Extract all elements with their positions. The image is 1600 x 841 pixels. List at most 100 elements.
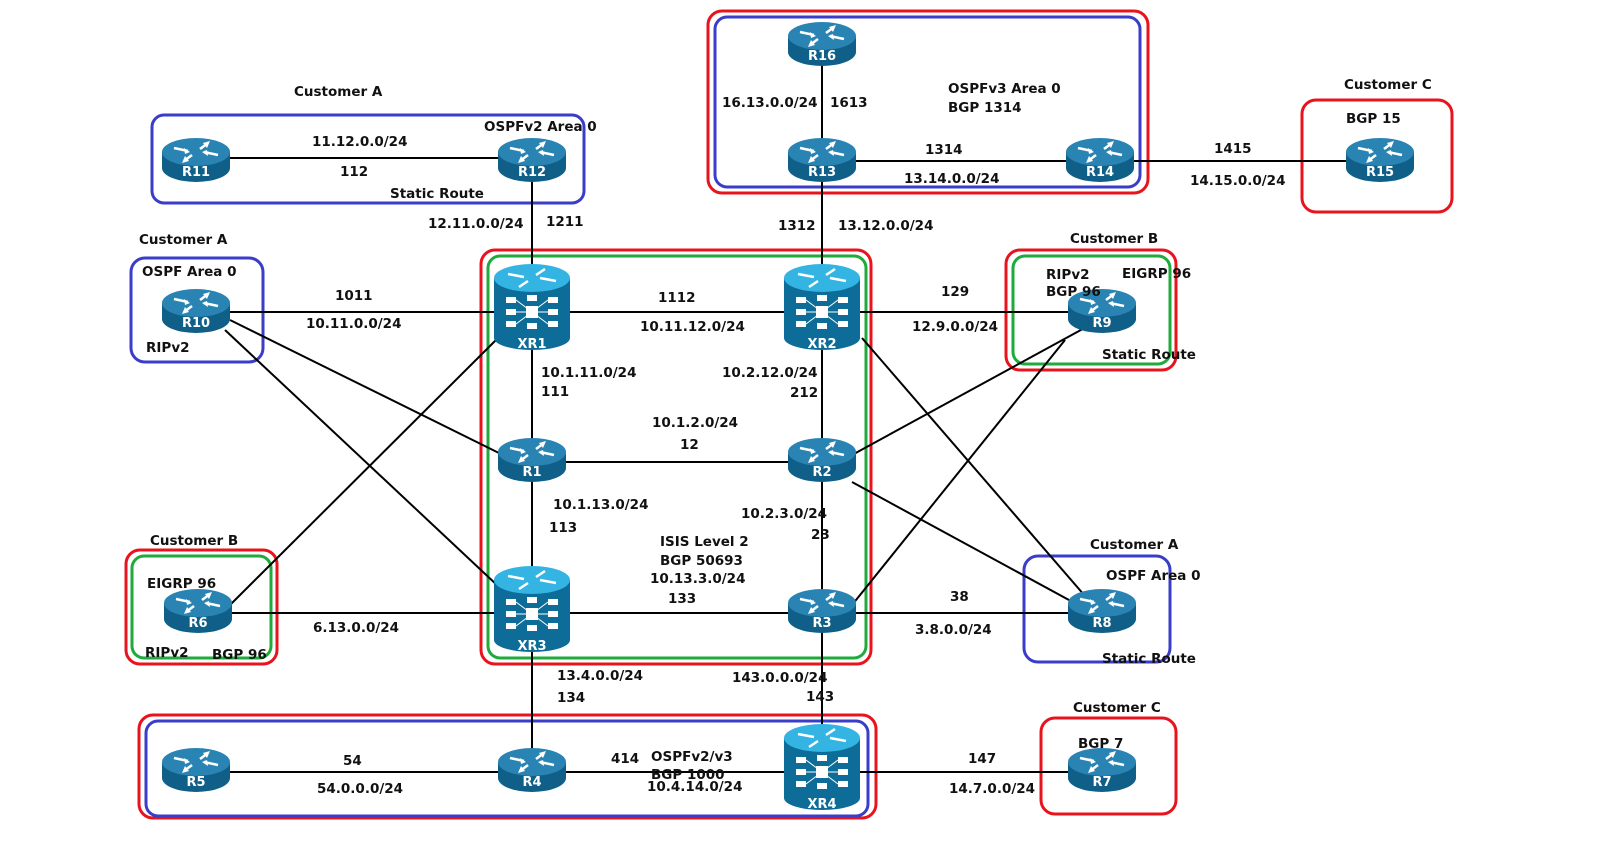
subnet-label: 13.14.0.0/24 — [904, 171, 999, 187]
node-label: R7 — [1092, 775, 1111, 790]
router-r14[interactable]: R14 — [1064, 136, 1136, 184]
xr-router-xr1[interactable]: XR1 — [492, 262, 572, 352]
core-protocol1: ISIS Level 2 — [660, 534, 749, 550]
router-r3[interactable]: R3 — [786, 587, 858, 635]
router-r16[interactable]: R16 — [786, 20, 858, 68]
node-label: R6 — [188, 616, 207, 631]
group-boxes — [124, 9, 1454, 820]
link-id-label: 1613 — [830, 95, 868, 111]
bottom-domain-red-box — [137, 713, 878, 820]
link-r10-xr3 — [224, 329, 499, 587]
customer-b-right-protocol2: BGP 96 — [1046, 284, 1101, 300]
link-id-label: 112 — [340, 164, 368, 180]
customer-a-right-protocol: OSPF Area 0 — [1106, 568, 1200, 584]
router-r10[interactable]: R10 — [160, 287, 232, 335]
router-r2[interactable]: R2 — [786, 436, 858, 484]
link-id-label: 147 — [968, 751, 996, 767]
router-r9[interactable]: R9 — [1066, 287, 1138, 335]
customer-b-right-title: Customer B — [1070, 231, 1158, 247]
node-label: R3 — [812, 616, 831, 631]
link-id-label: 1211 — [546, 214, 584, 230]
node-label: R11 — [182, 165, 210, 180]
customer-c-top-box — [1300, 98, 1454, 214]
customer-b-left-protocol1: EIGRP 96 — [147, 576, 216, 592]
router-r12[interactable]: R12 — [496, 136, 568, 184]
node-label: XR2 — [807, 337, 836, 352]
group-labels: Customer A OSPFv2 Area 0 Static Route OS… — [139, 77, 1432, 783]
customer-b-right-red-box — [1004, 248, 1178, 372]
subnet-label: 10.4.14.0/24 — [647, 779, 742, 795]
link-id-label: 38 — [950, 589, 969, 605]
router-r4[interactable]: R4 — [496, 746, 568, 794]
router-r5[interactable]: R5 — [160, 746, 232, 794]
core-green-box — [486, 254, 868, 660]
customer-a-top-protocol: OSPFv2 Area 0 — [484, 119, 597, 135]
link-id-label: 1314 — [925, 142, 963, 158]
link-id-label: 143 — [806, 689, 834, 705]
subnet-label: 54.0.0.0/24 — [317, 781, 403, 797]
node-label: R16 — [808, 49, 836, 64]
link-id-label: 414 — [611, 751, 639, 767]
xr-router-xr2[interactable]: XR2 — [782, 262, 862, 352]
router-r8[interactable]: R8 — [1066, 587, 1138, 635]
link-id-label: 134 — [557, 690, 585, 706]
customer-a-left-note: RIPv2 — [146, 340, 190, 356]
customer-a-left-box — [129, 256, 265, 364]
customer-b-right-note: Static Route — [1102, 347, 1196, 363]
node-label: R8 — [1092, 616, 1111, 631]
link-id-label: 111 — [541, 384, 569, 400]
customer-b-left-protocol3: BGP 96 — [212, 647, 267, 663]
xr-router-xr4[interactable]: XR4 — [782, 722, 862, 812]
nodes: R11 R12 R16 R13 R14 R15 R10 XR1 XR2 R9 R… — [160, 20, 1416, 812]
subnet-label: 13.12.0.0/24 — [838, 218, 933, 234]
link-id-label: 1312 — [778, 218, 816, 234]
customer-a-right-box — [1022, 554, 1172, 664]
customer-a-left-protocol: OSPF Area 0 — [142, 264, 236, 280]
xr-router-xr3[interactable]: XR3 — [492, 564, 572, 654]
subnet-label: 16.13.0.0/24 — [722, 95, 817, 111]
subnet-label: 12.11.0.0/24 — [428, 216, 523, 232]
customer-a-right-note: Static Route — [1102, 651, 1196, 667]
router-r7[interactable]: R7 — [1066, 746, 1138, 794]
bottom-domain-protocol1: OSPFv2/v3 — [651, 749, 733, 765]
subnet-label: 3.8.0.0/24 — [915, 622, 992, 638]
router-r1[interactable]: R1 — [496, 436, 568, 484]
bottom-domain-protocol2: BGP 1000 — [651, 767, 725, 783]
subnet-label: 12.9.0.0/24 — [912, 319, 998, 335]
customer-b-left-protocol2: RIPv2 — [145, 645, 189, 661]
link-id-label: 1112 — [658, 290, 696, 306]
customer-a-right-title: Customer A — [1090, 537, 1179, 553]
link-id-label: 1011 — [335, 288, 373, 304]
subnet-label: 10.1.2.0/24 — [652, 415, 738, 431]
subnet-label: 10.1.13.0/24 — [553, 497, 648, 513]
subnet-label: 10.11.12.0/24 — [640, 319, 745, 335]
link-xr2-r8 — [861, 337, 1086, 597]
router-r15[interactable]: R15 — [1344, 136, 1416, 184]
node-label: XR4 — [807, 797, 836, 812]
customer-b-right-green-box — [1011, 254, 1172, 366]
customer-b-left-title: Customer B — [150, 533, 238, 549]
node-label: R10 — [182, 316, 210, 331]
subnet-label: 10.2.3.0/24 — [741, 506, 827, 522]
link-id-label: 133 — [668, 591, 696, 607]
link-labels: 11.12.0.0/24 112 12.11.0.0/24 1211 16.13… — [306, 95, 1285, 797]
subnet-label: 10.1.11.0/24 — [541, 365, 636, 381]
core-protocol2: BGP 50693 — [660, 553, 743, 569]
subnet-label: 143.0.0.0/24 — [732, 670, 827, 686]
node-label: R14 — [1086, 165, 1114, 180]
router-r11[interactable]: R11 — [160, 136, 232, 184]
link-r3-r9 — [851, 339, 1066, 606]
link-r2-r9 — [851, 324, 1091, 456]
customer-b-left-green-box — [130, 554, 273, 660]
router-r13[interactable]: R13 — [786, 136, 858, 184]
link-id-label: 12 — [680, 437, 699, 453]
node-label: R2 — [812, 465, 831, 480]
customer-b-right-protocol3: EIGRP 96 — [1122, 266, 1191, 282]
customer-c-bottom-title: Customer C — [1073, 700, 1161, 716]
customer-a-top-box — [150, 113, 586, 205]
customer-a-top-title: Customer A — [294, 84, 383, 100]
link-r2-r8 — [851, 481, 1081, 607]
link-r10-r1 — [229, 319, 506, 457]
customer-c-top-title: Customer C — [1344, 77, 1432, 93]
router-r6[interactable]: R6 — [162, 587, 234, 635]
